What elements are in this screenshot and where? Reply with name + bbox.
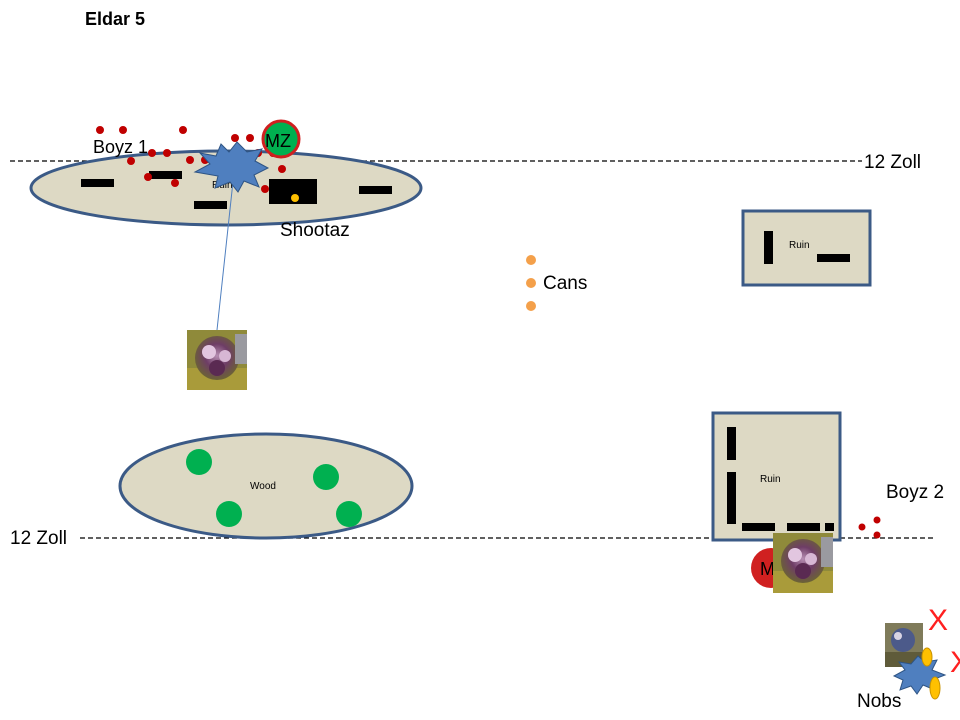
unit-label-nobs: Nobs <box>857 691 901 712</box>
terrain-label-ruin-bottom-right: Ruin <box>760 474 781 485</box>
line-of-sight <box>216 162 236 331</box>
unit-label-mz-top: MZ <box>265 131 291 151</box>
tree-icon <box>313 464 339 490</box>
unit-mz-top[interactable]: MZ <box>261 119 301 159</box>
unit-cans[interactable] <box>526 255 536 311</box>
terrain-ruin-top-right: Ruin <box>741 209 872 287</box>
terrain-wood: Wood <box>118 432 414 540</box>
terrain-label-ruin-top-right: Ruin <box>789 240 810 251</box>
eldar-unit-portrait[interactable] <box>187 330 247 390</box>
terrain-ruin-bottom-right: Ruin <box>711 411 842 542</box>
unit-label-boyz-1: Boyz 1 <box>93 137 148 157</box>
zone-label-bottom: 12 Zoll <box>10 528 67 549</box>
eldar-unit-portrait[interactable] <box>773 533 833 593</box>
unit-label-shootaz: Shootaz <box>280 220 350 241</box>
casualty-marker: X <box>928 604 948 637</box>
blast-icon <box>193 141 270 193</box>
unit-label-cans: Cans <box>543 273 587 294</box>
unit-nobs[interactable] <box>921 647 941 700</box>
unit-label-boyz-2: Boyz 2 <box>886 482 944 503</box>
unit-label-m-bottom: M <box>760 559 775 579</box>
terrain-label-wood: Wood <box>250 481 276 492</box>
tree-icon <box>216 501 242 527</box>
unit-boyz-2[interactable] <box>858 516 881 539</box>
tree-icon <box>336 501 362 527</box>
tree-icon <box>186 449 212 475</box>
zone-label-top: 12 Zoll <box>864 152 921 173</box>
map-title: Eldar 5 <box>85 9 145 29</box>
casualty-marker: X <box>950 646 960 679</box>
